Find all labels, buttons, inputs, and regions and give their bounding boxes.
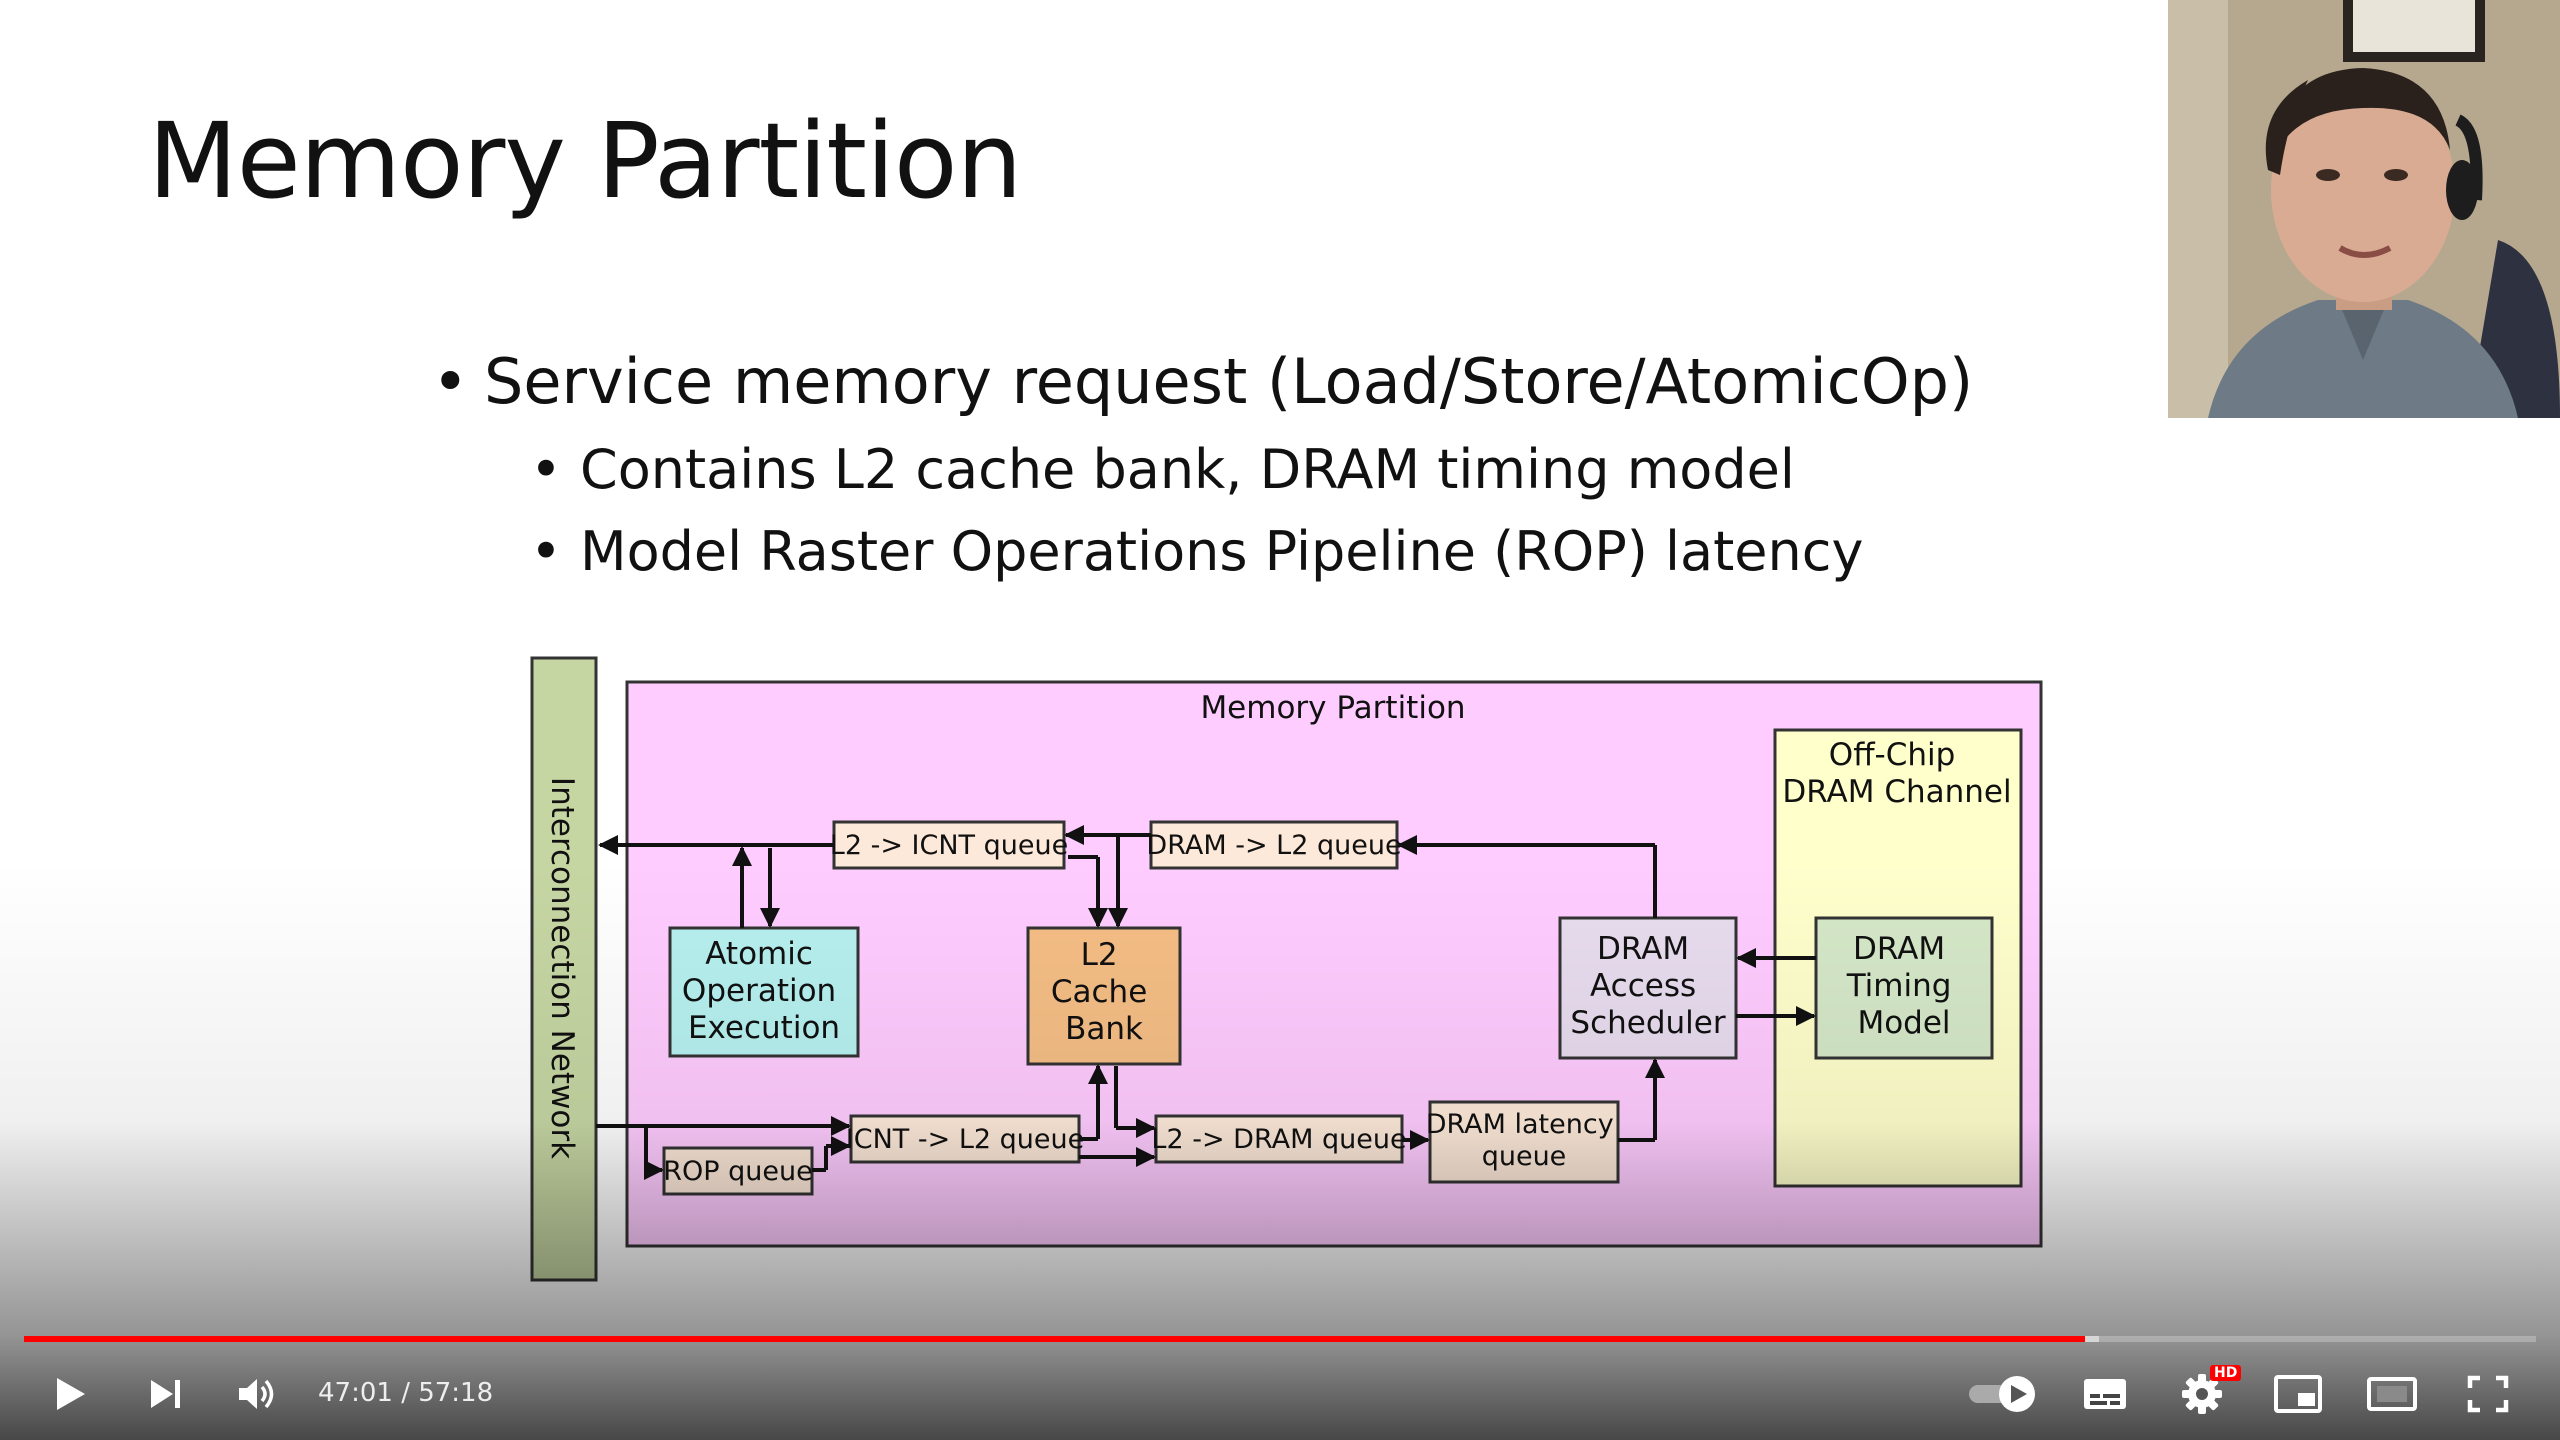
theater-icon (2367, 1377, 2417, 1411)
next-button[interactable] (130, 1358, 200, 1430)
l2-icnt-queue-label: L2 -> ICNT queue (830, 830, 1068, 861)
miniplayer-button[interactable] (2263, 1358, 2333, 1430)
settings-button[interactable] (2167, 1358, 2237, 1430)
played-bar (24, 1336, 2086, 1342)
theater-mode-button[interactable] (2357, 1358, 2427, 1430)
presenter-video (2168, 0, 2560, 418)
rop-queue-label: ROP queue (663, 1156, 812, 1187)
offchip-label: Off-Chip DRAM Channel (1782, 737, 2011, 810)
time-display: 47:01 / 57:18 (318, 1378, 494, 1408)
miniplayer-icon (2274, 1375, 2322, 1413)
bullet-3: • Model Raster Operations Pipeline (ROP)… (530, 520, 1863, 583)
fullscreen-icon (2467, 1375, 2509, 1413)
player-controls: 47:01 / 57:18 HD (0, 1358, 2560, 1430)
next-icon (151, 1380, 180, 1408)
volume-button[interactable] (222, 1358, 292, 1430)
memory-partition-diagram: Interconnection Network Memory Partition… (530, 656, 2043, 1282)
progress-bar[interactable] (24, 1336, 2536, 1342)
autoplay-toggle[interactable] (1963, 1358, 2043, 1430)
icnt-l2-queue-label: ICNT -> L2 queue (846, 1124, 1084, 1155)
l2-dram-queue-label: L2 -> DRAM queue (1151, 1124, 1406, 1155)
volume-icon (239, 1379, 274, 1409)
partition-title: Memory Partition (1200, 690, 1465, 726)
hd-badge: HD (2210, 1365, 2242, 1381)
bullet-text: Model Raster Operations Pipeline (ROP) l… (580, 520, 1864, 583)
bullet-2: • Contains L2 cache bank, DRAM timing mo… (530, 438, 1795, 501)
bullet-text: Contains L2 cache bank, DRAM timing mode… (580, 438, 1795, 501)
dram-l2-queue-label: DRAM -> L2 queue (1146, 830, 1401, 861)
slide-title: Memory Partition (148, 100, 1022, 222)
subtitles-button[interactable] (2070, 1358, 2140, 1430)
atomic-label: Atomic Operation Execution (682, 936, 846, 1046)
timing-label: DRAM Timing Model (1846, 931, 1962, 1041)
fullscreen-button[interactable] (2453, 1358, 2523, 1430)
bullet-dot: • (530, 438, 562, 501)
play-icon (57, 1378, 85, 1410)
bullet-dot: • (530, 520, 562, 583)
settings-icon (2182, 1374, 2222, 1414)
play-button[interactable] (34, 1358, 104, 1430)
bullet-dot: • (432, 345, 469, 418)
bullet-text: Service memory request (Load/Store/Atomi… (484, 345, 1974, 418)
icnt-label: Interconnection Network (544, 777, 580, 1159)
autoplay-toggle-icon (1969, 1376, 2035, 1412)
subtitles-icon (2084, 1379, 2126, 1409)
bullet-1: • Service memory request (Load/Store/Ato… (432, 345, 1973, 418)
webcam-overlay (2168, 0, 2560, 418)
